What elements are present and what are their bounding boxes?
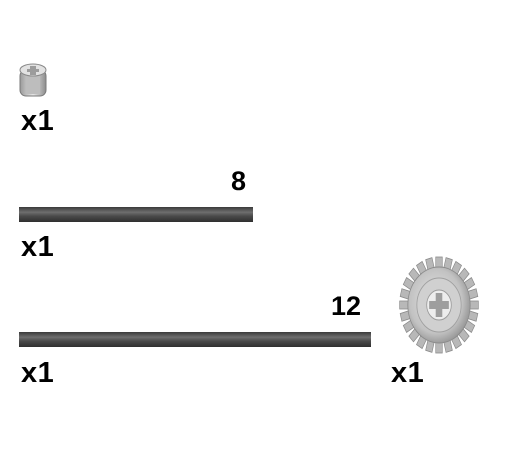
axle-8-part-icon: [19, 206, 255, 224]
axle-12-length-label: 12: [331, 291, 362, 321]
bush-quantity-label: x1: [21, 105, 55, 137]
gear-quantity-label: x1: [391, 357, 425, 389]
axle-12-quantity-label: x1: [21, 357, 55, 389]
axle-8-length-label: 8: [231, 166, 247, 196]
gear-part-icon: [389, 255, 489, 355]
axle-8-quantity-label: x1: [21, 231, 55, 263]
axle-12-part-icon: [19, 331, 373, 349]
bush-part-icon: [18, 60, 48, 100]
